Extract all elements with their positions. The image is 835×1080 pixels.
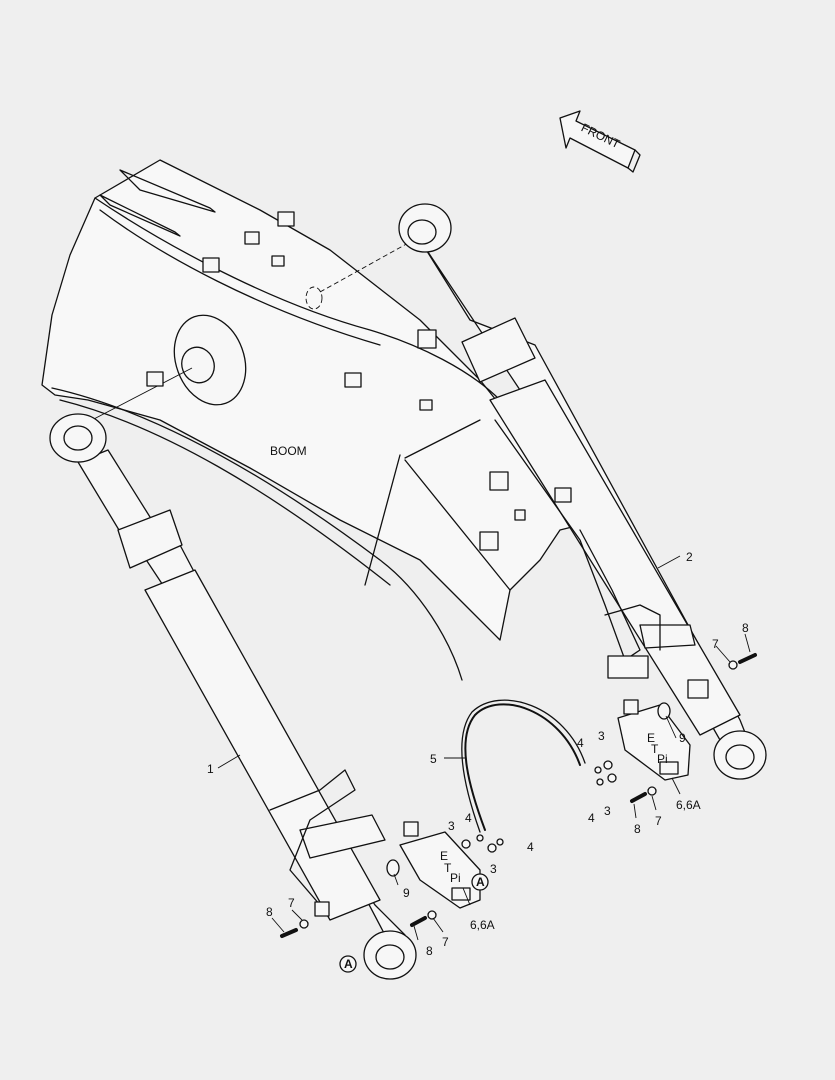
callout-7: 7 — [288, 896, 295, 910]
boom: BOOM — [41, 159, 601, 681]
valve-right-port-pi: Pi — [657, 752, 668, 766]
valve-block-left: E T Pi — [399, 821, 481, 909]
valve-left-port-e: E — [440, 849, 448, 863]
front-arrow: FRONT — [559, 110, 641, 173]
callout-8: 8 — [634, 822, 641, 836]
callout-4: 4 — [527, 840, 534, 854]
callout-9: 9 — [403, 886, 410, 900]
callout-3: 3 — [448, 819, 455, 833]
callout-3: 3 — [490, 862, 497, 876]
detail-marker-a: A — [339, 955, 357, 973]
callout-6-6a-left: 6,6A — [470, 918, 495, 932]
callouts: 1 2 3 3 3 3 4 4 4 4 5 6,6A 6,6A 7 7 7 7 … — [207, 550, 749, 958]
callout-8: 8 — [266, 905, 273, 919]
callout-3: 3 — [598, 729, 605, 743]
callout-7: 7 — [442, 935, 449, 949]
callout-6-6a-right: 6,6A — [676, 798, 701, 812]
detail-marker-a-label: A — [476, 875, 485, 889]
callout-9: 9 — [679, 731, 686, 745]
callout-2: 2 — [686, 550, 693, 564]
callout-7: 7 — [712, 637, 719, 651]
callout-4: 4 — [577, 736, 584, 750]
valve-right-port-e: E — [647, 731, 655, 745]
valve-right-port-t: T — [651, 742, 659, 756]
hose-5 — [464, 703, 581, 831]
callout-4: 4 — [465, 811, 472, 825]
detail-marker-a-label: A — [344, 957, 353, 971]
callout-8: 8 — [426, 944, 433, 958]
callout-8: 8 — [742, 621, 749, 635]
callout-4: 4 — [588, 811, 595, 825]
valve-left-port-t: T — [444, 861, 452, 875]
valve-block-right: E T Pi — [617, 699, 691, 781]
cylinder-1 — [49, 413, 417, 980]
cylinder-2 — [398, 203, 767, 780]
fittings — [280, 653, 757, 938]
boom-label: BOOM — [270, 444, 307, 458]
valve-left-port-pi: Pi — [450, 871, 461, 885]
detail-marker-a: A — [471, 873, 489, 891]
callout-3: 3 — [604, 804, 611, 818]
leader-lines — [217, 555, 751, 941]
callout-7: 7 — [655, 814, 662, 828]
callout-1: 1 — [207, 762, 214, 776]
callout-5: 5 — [430, 752, 437, 766]
